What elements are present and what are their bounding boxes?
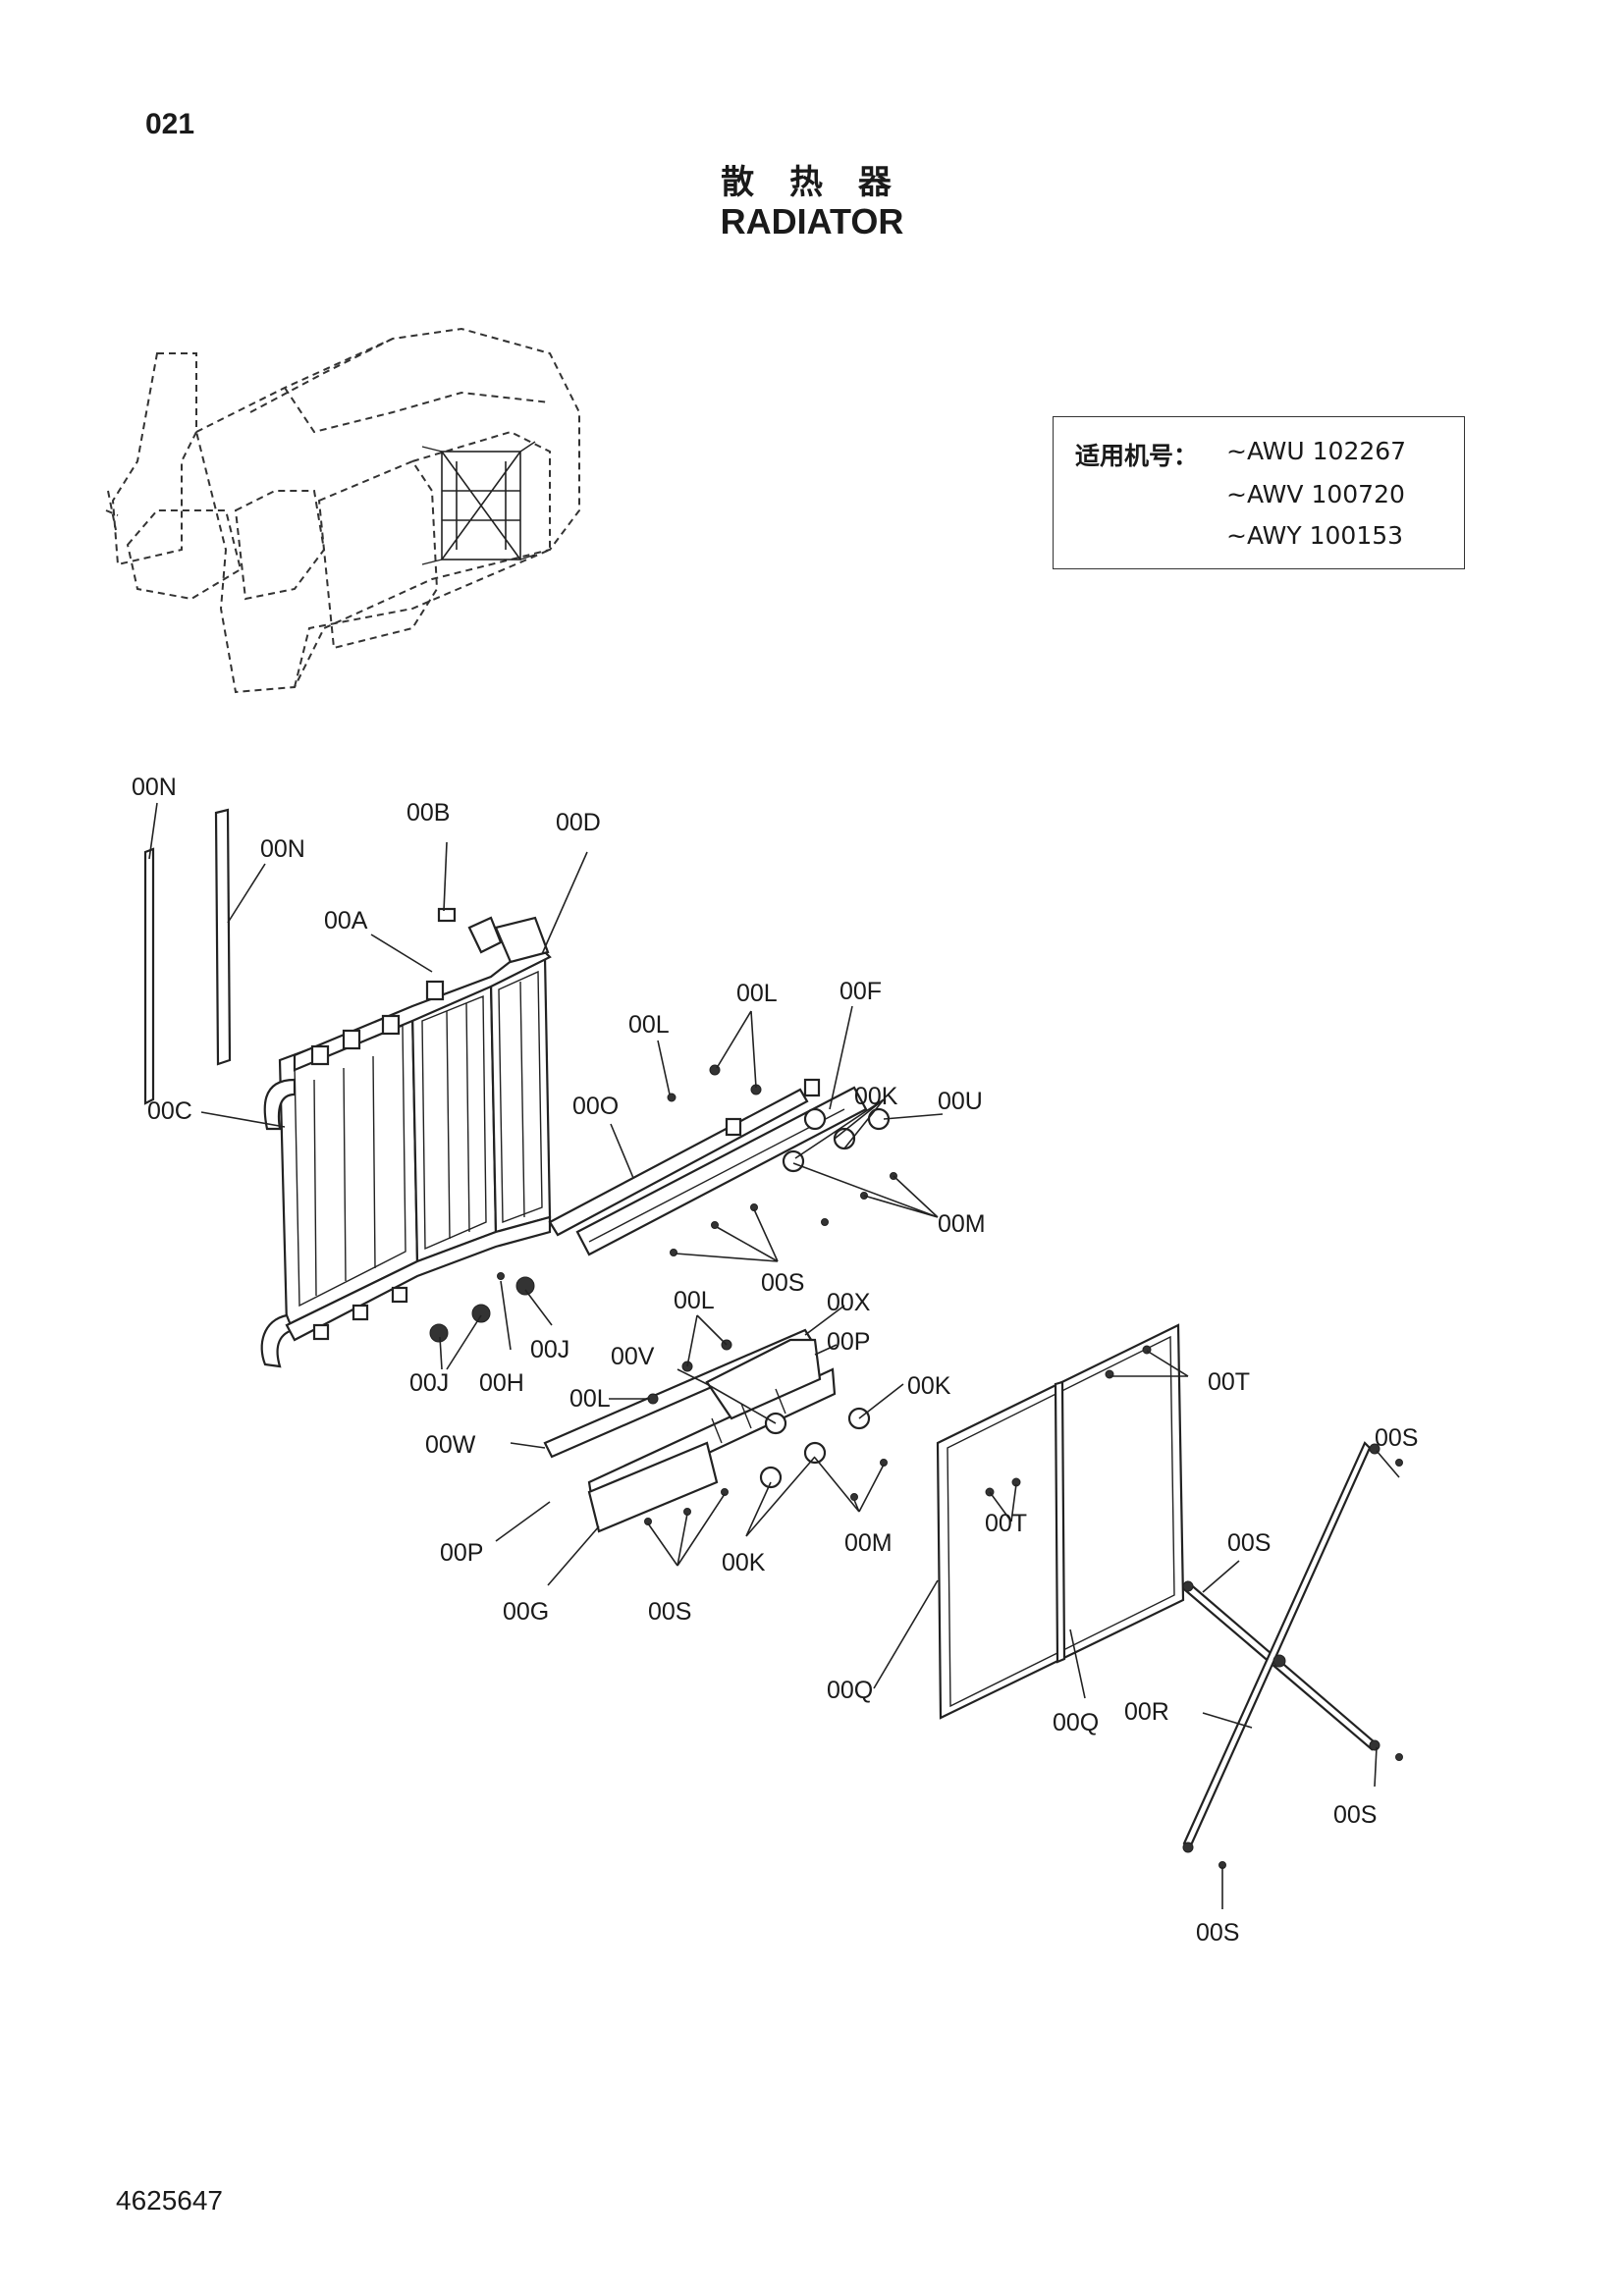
callout-00J: 00J	[530, 1336, 569, 1363]
callout-00M: 00M	[844, 1529, 893, 1557]
callout-00T: 00T	[985, 1510, 1027, 1537]
callout-00Q: 00Q	[1053, 1709, 1099, 1736]
callout-00R: 00R	[1124, 1698, 1169, 1726]
upper-brackets-00F-00O	[548, 1064, 897, 1256]
machine-overview-illustration	[105, 327, 580, 694]
leader-lines	[148, 802, 1400, 1909]
page-number: 021	[145, 108, 195, 140]
callout-00O: 00O	[572, 1093, 619, 1120]
callout-00Q: 00Q	[827, 1677, 873, 1704]
small-hardware-00B-00J-00H	[429, 907, 535, 1343]
callout-00B: 00B	[406, 799, 450, 827]
callout-00S: 00S	[1196, 1919, 1239, 1947]
callout-00G: 00G	[503, 1598, 549, 1626]
callout-00X: 00X	[827, 1289, 871, 1316]
callout-00L: 00L	[569, 1385, 611, 1413]
callout-00L: 00L	[628, 1011, 670, 1039]
callout-00A: 00A	[324, 907, 368, 934]
seal-strips-00N	[143, 808, 232, 1105]
serial-line: ~AWY 100153	[1226, 521, 1404, 550]
cross-stay-00R	[1182, 1441, 1403, 1869]
callout-00S: 00S	[648, 1598, 691, 1626]
callout-00D: 00D	[556, 809, 601, 836]
callout-00S: 00S	[1227, 1529, 1271, 1557]
callout-00S: 00S	[761, 1269, 804, 1297]
callout-00K: 00K	[854, 1083, 898, 1110]
callout-00S: 00S	[1333, 1801, 1377, 1829]
title-english: RADIATOR	[720, 201, 904, 241]
callout-00F: 00F	[839, 978, 882, 1005]
callout-00N: 00N	[260, 835, 305, 863]
callout-00N: 00N	[132, 774, 177, 801]
callout-labels: 00N 00N 00B 00D 00A 00C 00L 00L 00F 00O …	[132, 774, 1418, 1947]
frame-00Q	[936, 1323, 1185, 1720]
serial-label: 适用机号：	[1075, 442, 1199, 470]
serial-applicability-box: 适用机号： ~AWU 102267 ~AWV 100720 ~AWY 10015…	[1053, 416, 1465, 569]
callout-00V: 00V	[611, 1343, 655, 1370]
title-chinese: 散 热 器	[721, 163, 903, 202]
callout-00L: 00L	[736, 980, 778, 1007]
callout-00K: 00K	[907, 1372, 951, 1400]
callout-00L: 00L	[674, 1287, 715, 1314]
callout-00S: 00S	[1375, 1424, 1418, 1452]
callout-00C: 00C	[147, 1097, 192, 1125]
callout-00M: 00M	[938, 1210, 986, 1238]
radiator-core-assembly	[260, 916, 552, 1368]
callout-00U: 00U	[938, 1088, 983, 1115]
callout-00J: 00J	[409, 1369, 449, 1397]
callout-00T: 00T	[1208, 1368, 1250, 1396]
callout-00P: 00P	[440, 1539, 483, 1567]
callout-00W: 00W	[425, 1431, 476, 1459]
serial-line: ~AWV 100720	[1226, 480, 1405, 508]
callout-00K: 00K	[722, 1549, 766, 1576]
lower-brackets-00G-00P-00W	[543, 1328, 888, 1533]
document-number: 4625647	[116, 2185, 224, 2216]
callout-00P: 00P	[827, 1328, 870, 1356]
callout-00H: 00H	[479, 1369, 524, 1397]
serial-line: ~AWU 102267	[1226, 437, 1407, 465]
